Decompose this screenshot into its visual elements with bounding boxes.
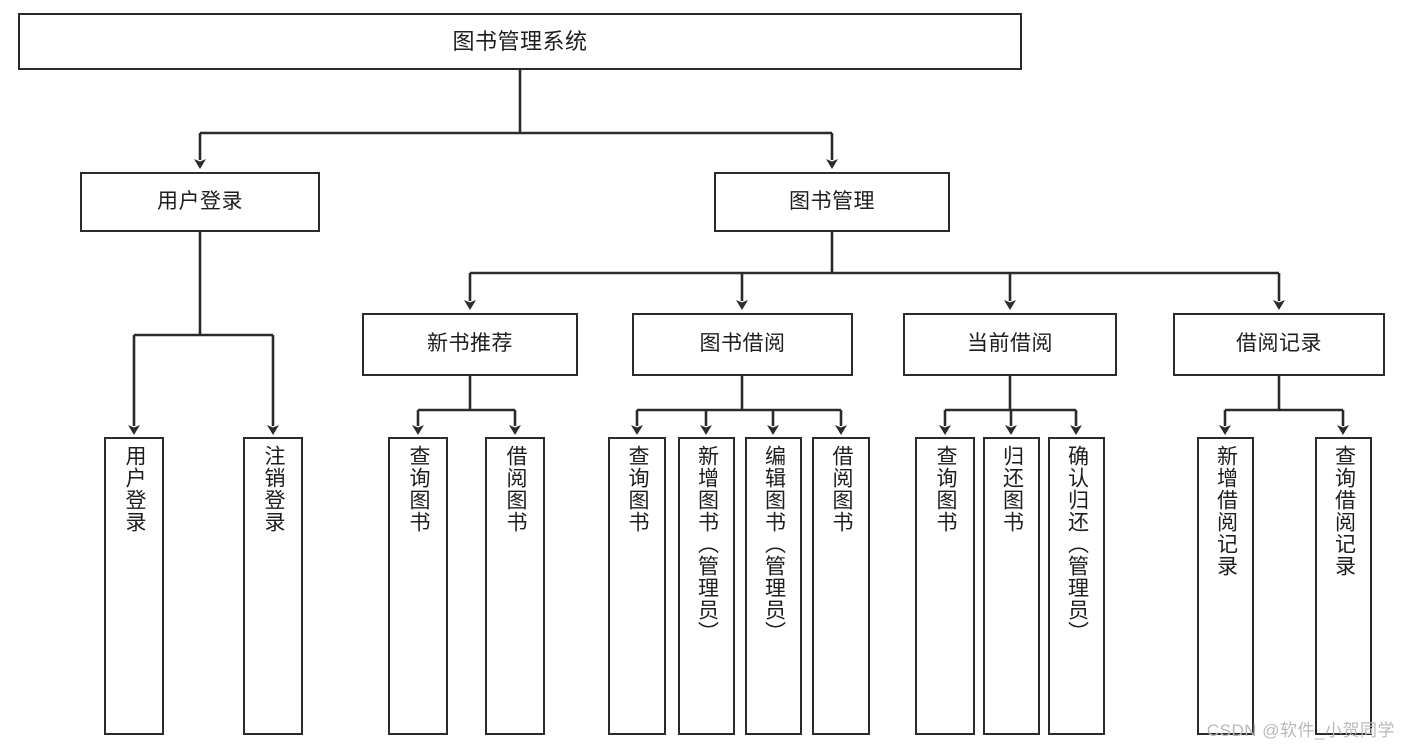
node-current-borrow-label: 当前借阅 [967,332,1053,356]
leaf-user-logout-label: 注销登录 [262,445,286,533]
node-book-management-label: 图书管理 [789,189,875,213]
node-root-label: 图书管理系统 [452,28,588,54]
node-book-borrow-label: 图书借阅 [699,332,786,356]
leaf-user-login[interactable]: 用户登录 [104,437,164,735]
leaf-borrow-query-book[interactable]: 查询图书 [608,437,666,735]
leaf-current-query-book[interactable]: 查询图书 [915,437,975,735]
leaf-record-query-record-label: 查询借阅记录 [1332,445,1356,577]
leaf-newbook-borrow-book-label: 借阅图书 [504,445,528,533]
leaf-newbook-query-book-label: 查询图书 [407,445,431,533]
node-book-borrow[interactable]: 图书借阅 [632,313,853,376]
node-borrow-record[interactable]: 借阅记录 [1173,313,1385,376]
leaf-borrow-edit-book[interactable]: 编辑图书（管理员） [745,437,802,735]
leaf-newbook-query-book[interactable]: 查询图书 [388,437,448,735]
leaf-borrow-borrow-book-label: 借阅图书 [830,445,854,533]
watermark: CSDN @软件_小贺同学 [1206,721,1395,740]
leaf-newbook-borrow-book[interactable]: 借阅图书 [485,437,545,735]
node-current-borrow[interactable]: 当前借阅 [903,313,1117,376]
leaf-record-add-record-label: 新增借阅记录 [1214,445,1238,577]
leaf-current-return-book[interactable]: 归还图书 [983,437,1040,735]
node-book-management[interactable]: 图书管理 [714,172,950,232]
leaf-borrow-add-book[interactable]: 新增图书（管理员） [678,437,735,735]
leaf-borrow-edit-book-label: 编辑图书（管理员） [762,445,786,643]
leaf-current-return-book-label: 归还图书 [1000,445,1024,533]
leaf-borrow-add-book-label: 新增图书（管理员） [695,445,719,643]
node-new-book-recommend[interactable]: 新书推荐 [362,313,578,376]
node-root[interactable]: 图书管理系统 [18,13,1022,70]
node-user-login-label: 用户登录 [157,189,243,213]
leaf-user-login-label: 用户登录 [123,445,147,533]
leaf-current-query-book-label: 查询图书 [934,445,958,533]
node-borrow-record-label: 借阅记录 [1236,332,1322,356]
node-user-login[interactable]: 用户登录 [80,172,320,232]
leaf-borrow-borrow-book[interactable]: 借阅图书 [812,437,870,735]
leaf-borrow-query-book-label: 查询图书 [626,445,650,533]
leaf-user-logout[interactable]: 注销登录 [243,437,303,735]
node-new-book-recommend-label: 新书推荐 [427,332,513,356]
leaf-record-query-record[interactable]: 查询借阅记录 [1315,437,1372,735]
leaf-current-confirm-return[interactable]: 确认归还（管理员） [1048,437,1105,735]
leaf-current-confirm-return-label: 确认归还（管理员） [1065,445,1089,643]
leaf-record-add-record[interactable]: 新增借阅记录 [1197,437,1254,735]
